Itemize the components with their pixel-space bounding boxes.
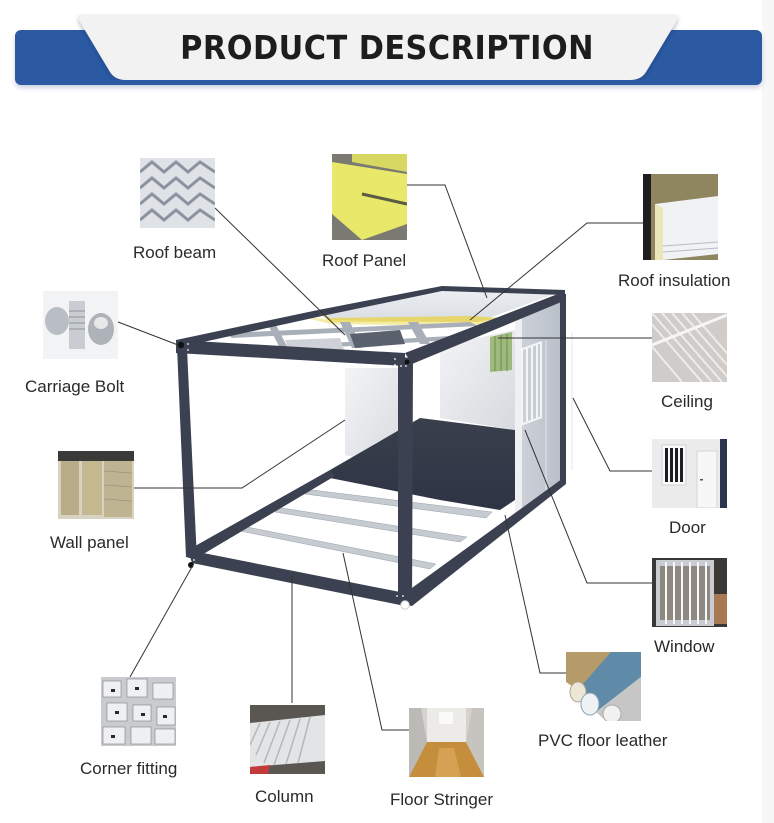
header-tab: [58, 14, 698, 80]
label-pvc-floor-leather: PVC floor leather: [538, 731, 668, 750]
label-window: Window: [654, 637, 715, 656]
roof-panel-photo: [332, 154, 407, 240]
page-title: PRODUCT DESCRIPTION: [180, 27, 594, 67]
ceiling-photo: [652, 313, 727, 382]
label-carriage-bolt: Carriage Bolt: [25, 377, 125, 396]
window-photo: [652, 558, 727, 627]
side-wall: [515, 296, 573, 520]
leader-corner-fitting: [129, 564, 194, 678]
label-roof-panel: Roof Panel: [322, 251, 407, 270]
leader-carriage-bolt: [117, 321, 179, 346]
roof-insulation-photo: [643, 174, 718, 260]
label-floor-stringer: Floor Stringer: [390, 790, 493, 809]
roof-beam-photo: [140, 158, 215, 228]
floor-stringer-photo: [409, 708, 484, 777]
label-column: Column: [255, 787, 314, 806]
carriage-bolt-photo: [43, 291, 118, 359]
leader-floor-stringer: [342, 552, 409, 731]
leader-door: [572, 397, 652, 472]
corner-fitting-photo: [101, 677, 176, 746]
leader-roof-insulation: [469, 222, 643, 321]
leader-lines: [117, 184, 652, 731]
pvc-floor: [330, 418, 515, 510]
leader-roof-beam: [214, 207, 346, 336]
leader-pvc-floor-leather: [504, 514, 567, 674]
label-roof-insulation: Roof insulation: [618, 271, 731, 290]
column-photo: [250, 705, 325, 774]
label-ceiling: Ceiling: [661, 392, 713, 411]
steel-frame: [176, 286, 566, 606]
label-wall-panel: Wall panel: [50, 533, 129, 552]
label-corner-fitting: Corner fitting: [80, 759, 178, 778]
right-edge-strip: [762, 0, 774, 823]
pvc-floor-leather-photo: [566, 652, 641, 721]
window-bars: [519, 341, 543, 426]
wall-panel-photo: [58, 451, 134, 519]
label-roof-beam: Roof beam: [133, 243, 217, 262]
leader-wall-panel: [134, 419, 346, 489]
leader-roof-panel: [407, 184, 488, 299]
label-door: Door: [669, 518, 706, 537]
door-photo: [652, 439, 727, 508]
leader-window: [524, 429, 652, 584]
corner-castings: [177, 341, 410, 610]
